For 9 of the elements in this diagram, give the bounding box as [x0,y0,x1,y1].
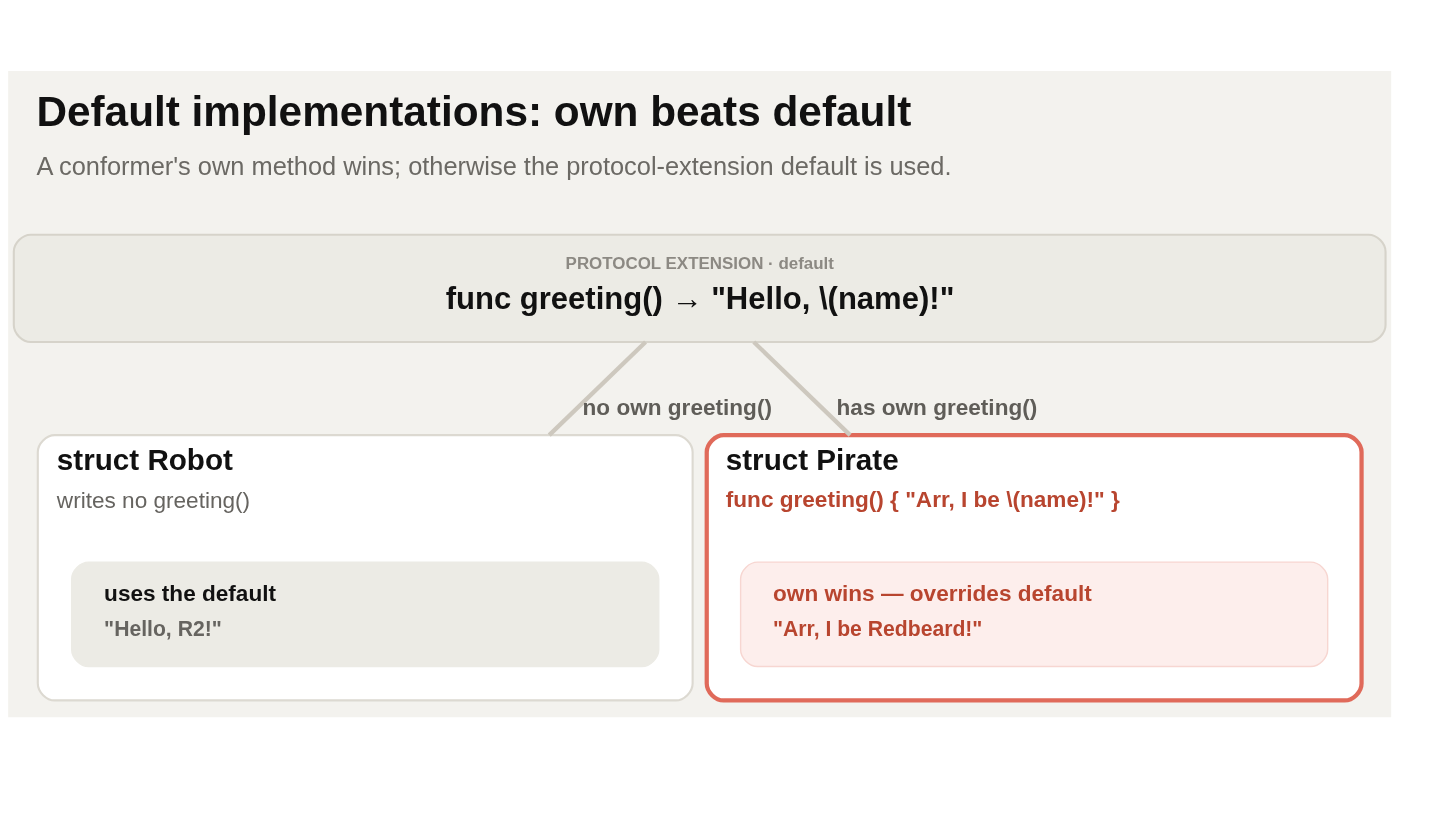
diagram-title: Default implementations: own beats default [36,87,912,135]
connector [547,340,648,437]
connector [752,340,852,437]
edge-label: has own greeting() [836,394,1038,420]
edge-label: no own greeting() [582,394,772,420]
node-box: PROTOCOL EXTENSION · default func greeting() → "Hello, \(name)!" [12,233,1387,343]
caption: A conformer's own method wins; otherwise the protocol-extension default is used. [36,151,952,180]
node-box: uses the default "Hello, R2!" [70,560,660,667]
node-box: own wins — overrides default "Arr, I be Redbeard!" [739,560,1329,667]
